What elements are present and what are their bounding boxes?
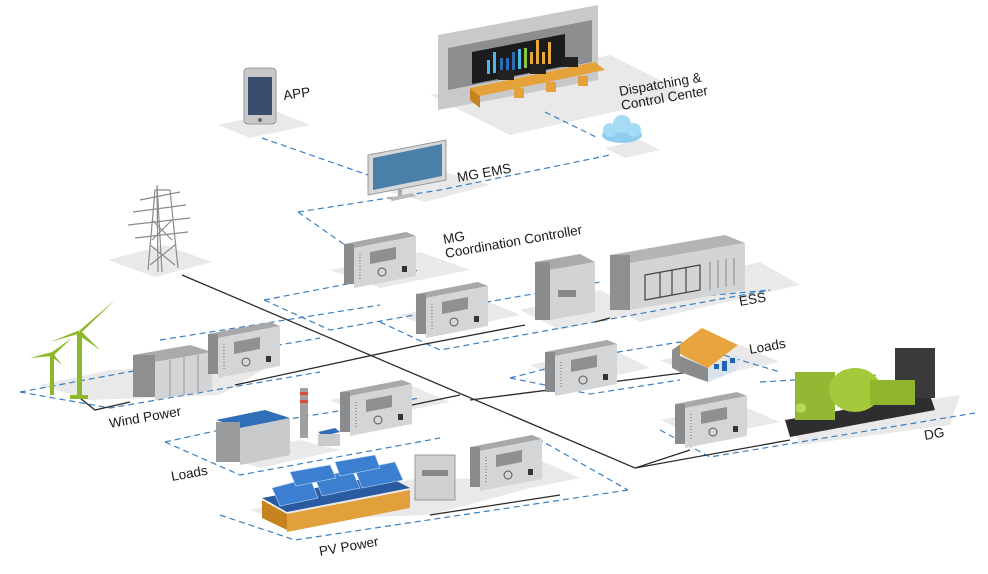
wind-converter-cabinet-icon <box>133 345 212 400</box>
pv-array-icon <box>262 454 410 532</box>
loads-controller-device <box>544 339 618 397</box>
ess-controller-device <box>415 281 489 339</box>
dg-controller-device <box>674 391 748 449</box>
wind-turbine-icon <box>30 300 115 399</box>
factory-icon <box>216 388 340 465</box>
pcs-cabinet-icon <box>535 254 595 320</box>
app-tablet-icon <box>243 67 277 125</box>
dashboard-bars <box>487 40 551 74</box>
mg-ems-monitor-icon <box>367 139 447 201</box>
label-app: APP <box>282 84 311 103</box>
transmission-tower-icon <box>127 184 191 273</box>
label-mgcc-line1: MG <box>442 228 466 247</box>
label-mg-ems: MG EMS <box>456 161 513 185</box>
diesel-generator-icon <box>785 348 935 437</box>
pv-inverter-icon <box>414 454 456 501</box>
label-ess: ESS <box>738 289 767 308</box>
label-loads-house: Loads <box>748 336 787 357</box>
cloud-icon <box>602 115 642 143</box>
wind-controller-device <box>207 321 281 379</box>
ess-container-icon <box>610 235 745 310</box>
house-icon <box>672 328 738 382</box>
label-loads-factory: Loads <box>170 463 209 484</box>
label-wind-power: Wind Power <box>108 403 183 430</box>
loads-factory-controller-device <box>339 379 413 437</box>
label-pv-power: PV Power <box>318 534 380 559</box>
dispatching-control-center <box>438 5 605 110</box>
label-dg: DG <box>923 425 946 443</box>
